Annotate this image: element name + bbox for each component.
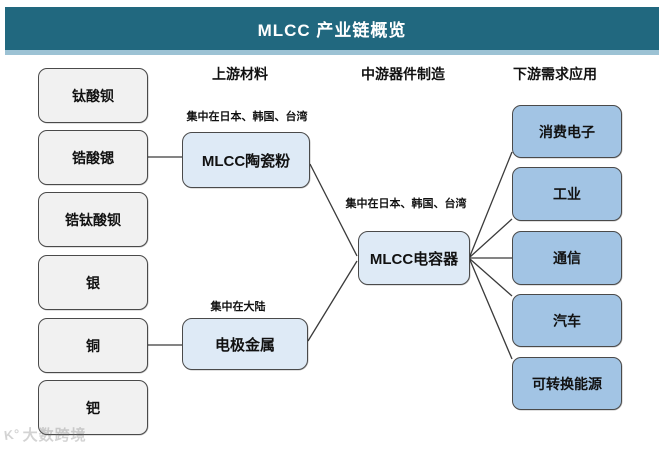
note-ceramic-powder-region: 集中在日本、韩国、台湾 xyxy=(186,111,308,123)
watermark: K° 大数跨境 xyxy=(3,424,87,445)
downstream-box-industrial: 工业 xyxy=(512,167,622,221)
column-header-upstream: 上游材料 xyxy=(212,66,268,82)
upstream-material-box-strontium-zirconate: 锆酸锶 xyxy=(38,130,148,185)
column-header-midstream: 中游器件制造 xyxy=(361,66,445,82)
downstream-box-automotive: 汽车 xyxy=(512,294,622,347)
title-bar: MLCC 产业链概览 xyxy=(5,7,659,50)
note-electrode-metal-region: 集中在大陆 xyxy=(210,301,266,313)
page-title: MLCC 产业链概览 xyxy=(257,21,407,40)
upstream-material-box-barium-zirconate-titanate: 锆钛酸钡 xyxy=(38,192,148,247)
upstream-material-box-palladium: 钯 xyxy=(38,380,148,435)
note-capacitor-region: 集中在日本、韩国、台湾 xyxy=(345,198,467,210)
downstream-box-convertible-energy: 可转换能源 xyxy=(512,357,622,410)
downstream-box-consumer-electronics: 消费电子 xyxy=(512,105,622,158)
upstream-material-box-silver: 银 xyxy=(38,255,148,310)
watermark-logo-icon: K° xyxy=(3,425,22,444)
midstream-box-mlcc-capacitor: MLCC电容器 xyxy=(358,231,470,285)
column-header-downstream: 下游需求应用 xyxy=(513,66,597,82)
upstream-material-box-barium-titanate: 钛酸钡 xyxy=(38,68,148,123)
watermark-text: 大数跨境 xyxy=(22,427,87,444)
title-accent-strip xyxy=(5,50,659,55)
upstream-product-box-electrode-metal: 电极金属 xyxy=(182,318,308,370)
upstream-material-box-copper: 铜 xyxy=(38,318,148,373)
upstream-product-box-ceramic-powder: MLCC陶瓷粉 xyxy=(182,132,310,188)
downstream-box-communications: 通信 xyxy=(512,231,622,285)
